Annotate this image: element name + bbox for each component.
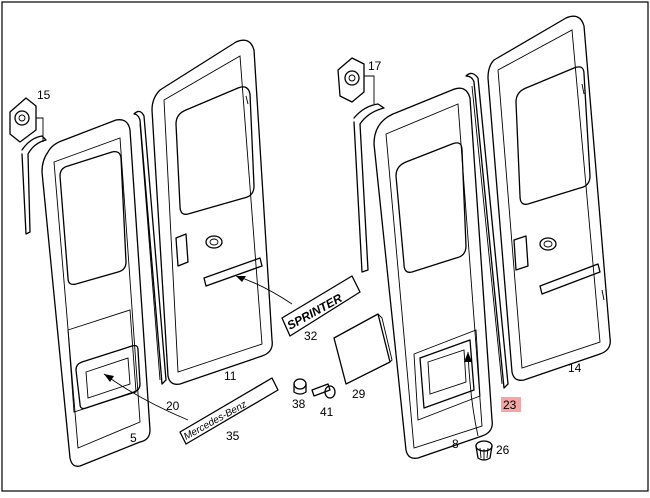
door-14	[487, 15, 611, 381]
callout-14: 14	[568, 361, 582, 375]
door-5	[41, 119, 151, 467]
callout-38: 38	[292, 397, 306, 411]
part-38-fastener	[293, 378, 307, 395]
callout-23: 23	[503, 398, 517, 412]
callout-20: 20	[166, 399, 180, 413]
callout-41: 41	[320, 405, 334, 419]
part-26-plug	[475, 440, 493, 461]
seal-strip-20	[133, 110, 167, 385]
door-8	[373, 87, 493, 459]
part-41-bolt	[311, 383, 336, 399]
callout-23-highlight	[501, 397, 521, 412]
callout-35: 35	[226, 429, 240, 443]
seal-strip-23	[465, 72, 509, 389]
leader-35-arrow	[104, 374, 114, 382]
callout-17: 17	[368, 59, 382, 73]
badge-32-sprinter: SPRINTER	[281, 275, 361, 337]
callout-8: 8	[452, 437, 459, 451]
callout-11: 11	[224, 369, 237, 383]
seal-strip-right	[353, 103, 385, 273]
callout-5: 5	[130, 431, 137, 445]
part-15-bracket	[9, 97, 44, 143]
seal-strip-left	[21, 135, 47, 235]
callout-26: 26	[496, 443, 510, 457]
leader-26-arrow	[464, 352, 472, 362]
callout-15: 15	[37, 88, 51, 102]
callout-32: 32	[304, 329, 318, 343]
callout-29: 29	[352, 387, 366, 401]
door-11	[151, 39, 273, 385]
part-29-pad	[333, 313, 393, 385]
leader-32-arrow	[236, 276, 246, 282]
part-17-bracket	[337, 57, 375, 104]
